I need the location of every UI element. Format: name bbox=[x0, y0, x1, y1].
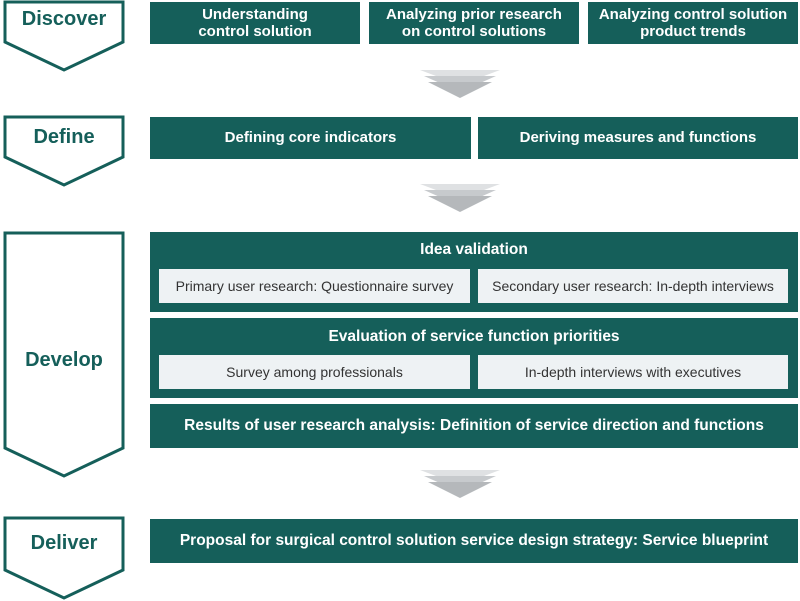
idea-validation-item-primary: Primary user research: Questionnaire sur… bbox=[159, 269, 470, 303]
discover-box-line: Analyzing control solution bbox=[598, 5, 788, 23]
develop-phase-shape bbox=[3, 231, 125, 478]
proposal-box: Proposal for surgical control solution s… bbox=[150, 519, 798, 563]
evaluation-title: Evaluation of service function prioritie… bbox=[328, 328, 620, 345]
evaluation-item-interviews: In-depth interviews with executives bbox=[478, 355, 788, 389]
define-box-measures-functions: Deriving measures and functions bbox=[478, 117, 798, 159]
discover-box-understanding: Understanding control solution bbox=[150, 2, 360, 44]
phase-label-develop: Develop bbox=[25, 349, 103, 371]
phase-label-deliver: Deliver bbox=[30, 532, 98, 554]
discover-box-line: Analyzing prior research bbox=[386, 5, 562, 23]
discover-box-line: product trends bbox=[640, 23, 746, 40]
discover-box-prior-research: Analyzing prior research on control solu… bbox=[369, 2, 579, 44]
chevron-down-icon bbox=[420, 70, 500, 98]
define-box-core-indicators: Defining core indicators bbox=[150, 117, 471, 159]
chevron-down-icon bbox=[420, 184, 500, 212]
deliver-phase-shape bbox=[3, 516, 125, 600]
phase-label-discover: Discover bbox=[21, 8, 107, 30]
discover-box-line: on control solutions bbox=[401, 23, 547, 40]
chevron-down-icon bbox=[420, 470, 500, 498]
results-box: Results of user research analysis: Defin… bbox=[150, 404, 798, 448]
discover-box-product-trends: Analyzing control solution product trend… bbox=[588, 2, 798, 44]
discover-box-line: Understanding bbox=[202, 5, 308, 23]
idea-validation-title: Idea validation bbox=[420, 241, 528, 258]
discover-phase-shape bbox=[3, 0, 125, 72]
discover-box-line: control solution bbox=[198, 23, 312, 40]
evaluation-group: Evaluation of service function prioritie… bbox=[150, 318, 798, 398]
phase-label-define: Define bbox=[33, 126, 95, 148]
define-phase-shape bbox=[3, 115, 125, 187]
idea-validation-item-secondary: Secondary user research: In-depth interv… bbox=[478, 269, 788, 303]
idea-validation-group: Idea validation Primary user research: Q… bbox=[150, 232, 798, 312]
evaluation-item-survey: Survey among professionals bbox=[159, 355, 470, 389]
